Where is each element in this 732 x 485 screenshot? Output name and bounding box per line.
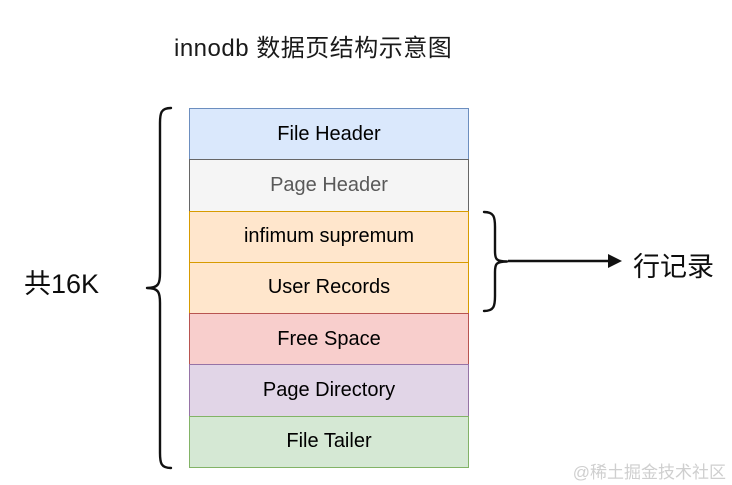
block-label: File Tailer [286,430,372,453]
structure-block: File Header [189,108,469,161]
arrow-right-icon [506,250,624,272]
structure-block: Free Space [189,313,469,366]
structure-block: File Tailer [189,415,469,468]
block-label: Page Header [270,173,388,196]
watermark: @稀土掘金技术社区 [572,463,726,482]
block-label: File Header [277,122,381,145]
block-label: User Records [267,276,391,299]
block-label: Free Space [277,327,381,350]
structure-block: User Records [189,261,469,315]
diagram-title: innodb 数据页结构示意图 [174,35,453,62]
right-curly-brace-icon [481,209,509,314]
block-label: infimum supremum [243,225,415,248]
structure-block: infimum supremum [189,210,469,263]
block-label: Page Directory [262,379,396,402]
page-structure-stack: File Header Page Header infimum supremum… [189,108,469,468]
structure-block: Page Header [189,159,469,212]
structure-block: Page Directory [189,364,469,417]
row-record-label: 行记录 [633,252,714,282]
total-size-label: 共16K [24,269,100,299]
left-curly-brace-icon [144,105,174,471]
